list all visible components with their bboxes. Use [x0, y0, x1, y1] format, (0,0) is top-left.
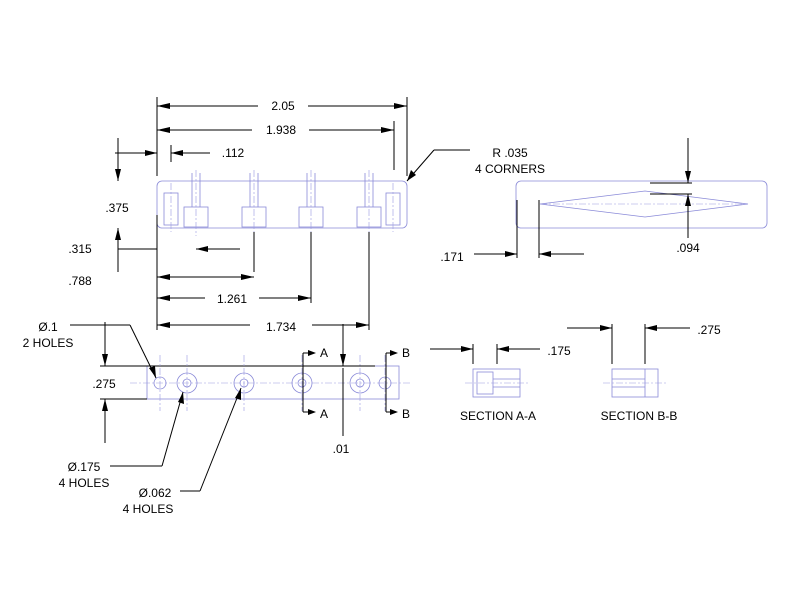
dim-part-width: .375 [105, 201, 129, 215]
dim-taper-height: .094 [676, 241, 700, 255]
front-view [130, 355, 410, 411]
pin-hole-diameter: Ø.1 [38, 320, 58, 334]
top-view-dimensions: 2.05 1.938 .112 .375 .315 .788 [68, 97, 545, 334]
section-b-title: SECTION B-B [601, 409, 678, 423]
dim-hole-2-position: .788 [68, 274, 92, 288]
front-view-dimensions: Ø.1 2 HOLES .275 Ø.175 4 HOLES Ø.062 4 H… [23, 320, 410, 516]
section-b-marker-top: B [402, 346, 410, 360]
side-view-outline [515, 180, 768, 229]
dim-section-a-width: .175 [547, 344, 571, 358]
dim-slot-offset: .112 [222, 146, 245, 160]
section-a-a: .175 SECTION A-A [430, 344, 571, 423]
dim-hole-3-position: 1.261 [217, 292, 247, 306]
dim-section-b-width: .275 [697, 323, 721, 337]
top-view-outline [156, 180, 408, 229]
side-view-taper [539, 190, 749, 218]
pin-hole-count: 2 HOLES [23, 336, 74, 350]
dim-taper-offset: .171 [440, 250, 464, 264]
thru-hole-diameter: Ø.062 [139, 486, 172, 500]
counterbore-count: 4 HOLES [59, 476, 110, 490]
dim-top-offset: .01 [333, 442, 350, 456]
corner-radius-count: 4 CORNERS [475, 162, 545, 176]
top-view [156, 170, 408, 236]
section-a-marker-top: A [320, 346, 328, 360]
section-b-marker-bottom: B [402, 407, 410, 421]
dim-front-height: .275 [92, 377, 116, 391]
section-a-marker-bottom: A [320, 407, 328, 421]
thru-hole-count: 4 HOLES [123, 502, 174, 516]
section-a-title: SECTION A-A [460, 409, 536, 423]
dim-counterbore-depth: .315 [68, 242, 92, 256]
side-view: .094 .171 [440, 138, 768, 264]
dim-overall-length: 2.05 [271, 99, 295, 113]
dim-hole-4-position: 1.734 [266, 320, 296, 334]
dim-slot-span: 1.938 [266, 123, 296, 137]
section-b-b: .275 SECTION B-B [567, 323, 721, 423]
corner-radius-label: R .035 [492, 146, 528, 160]
counterbore-diameter: Ø.175 [68, 460, 101, 474]
front-view-outline [146, 365, 400, 400]
